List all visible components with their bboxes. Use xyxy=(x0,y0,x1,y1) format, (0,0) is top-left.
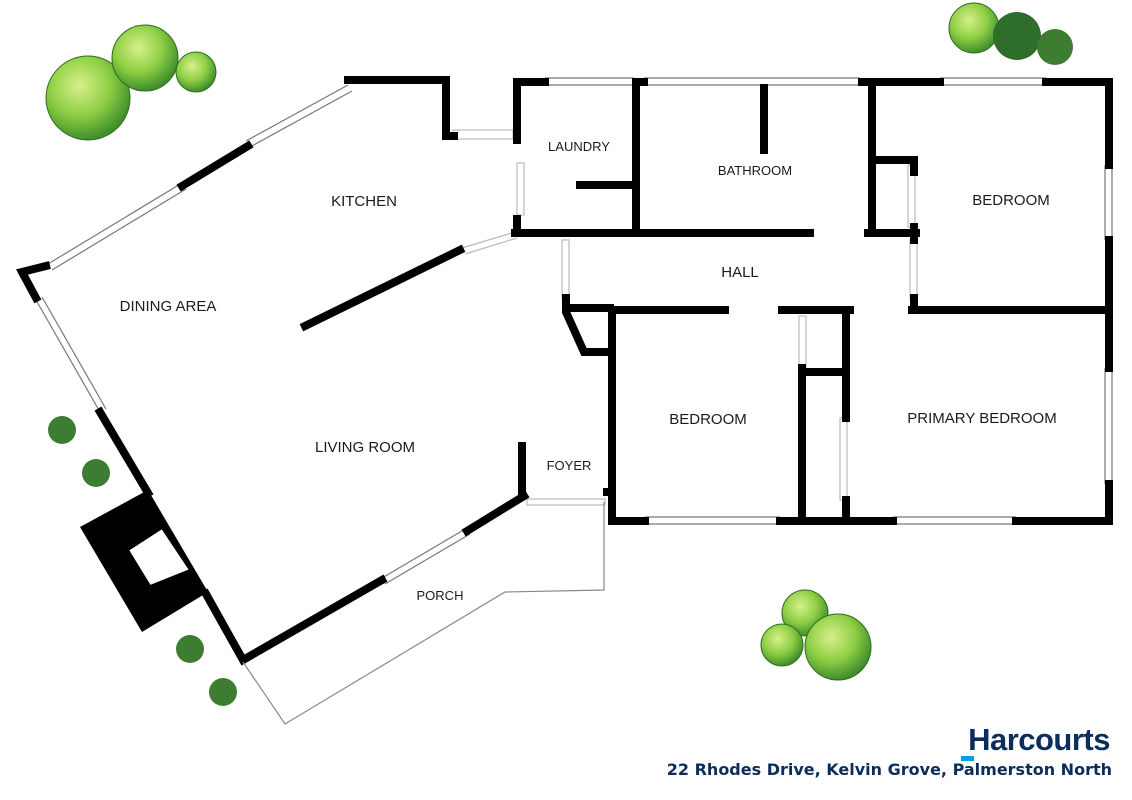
brand-logo: Harcourts xyxy=(940,722,1110,762)
tree-group-bottom xyxy=(760,589,872,681)
tree-group-top-right xyxy=(948,2,1073,65)
tree-icon xyxy=(760,623,804,667)
shrub-icon xyxy=(209,678,237,706)
windows xyxy=(35,77,1113,585)
tree-icon xyxy=(111,24,179,92)
room-label-kitchen: KITCHEN xyxy=(331,193,397,210)
tree-group-top-left xyxy=(45,24,217,141)
tree-icon xyxy=(45,55,131,141)
tree-icon xyxy=(948,2,1000,54)
shrub-icon xyxy=(993,12,1041,60)
brand-accent-mark xyxy=(961,756,974,761)
porch-outline xyxy=(242,502,605,725)
room-label-porch: PORCH xyxy=(417,588,464,603)
room-label-dining-area: DINING AREA xyxy=(120,298,217,315)
room-label-bedroom-lower: BEDROOM xyxy=(669,411,747,428)
shrub-icon xyxy=(82,459,110,487)
room-label-bathroom: BATHROOM xyxy=(718,163,792,178)
shrub-icon xyxy=(1037,29,1073,65)
shrub-group-left xyxy=(48,416,237,706)
room-label-hall: HALL xyxy=(721,264,759,281)
property-address: 22 Rhodes Drive, Kelvin Grove, Palmersto… xyxy=(666,760,1112,779)
shrub-icon xyxy=(48,416,76,444)
brand-name: Harcourts xyxy=(968,722,1110,757)
tree-icon xyxy=(804,613,872,681)
tree-icon xyxy=(175,51,217,93)
room-label-primary-bedroom: PRIMARY BEDROOM xyxy=(907,410,1056,427)
room-label-foyer: FOYER xyxy=(547,458,592,473)
room-label-laundry: LAUNDRY xyxy=(548,139,610,154)
room-label-bedroom-upper: BEDROOM xyxy=(972,192,1050,209)
fireplace-icon xyxy=(80,490,208,632)
walls xyxy=(16,76,1113,666)
shrub-icon xyxy=(176,635,204,663)
room-label-living-room: LIVING ROOM xyxy=(315,439,415,456)
